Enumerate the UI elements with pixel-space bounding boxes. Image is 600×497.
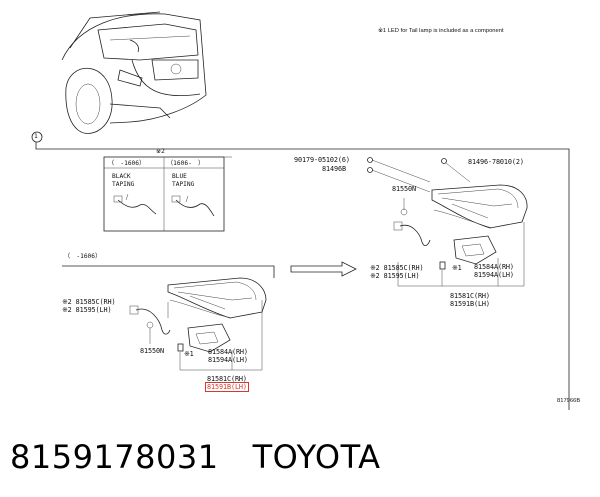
brand-name: TOYOTA <box>252 438 381 476</box>
part-mark: ※2 <box>62 306 72 314</box>
inset-col2-header: （1606- ） <box>167 160 205 167</box>
callout-number: 1 <box>34 133 38 140</box>
left-part-81581c: 81581C(RH) <box>207 375 247 383</box>
part-number: 8159178031 <box>10 438 219 476</box>
footer-caption: 8159178031 TOYOTA <box>10 438 381 476</box>
right-part-81550n: 81550N <box>392 185 416 193</box>
inset-col1-label-2: TAPING <box>112 181 135 188</box>
part-mark: ※2 <box>370 264 380 272</box>
right-part-81584a: 81584A(RH) <box>474 263 514 271</box>
left-part-81591b-highlight: 81591B(LH) <box>205 382 249 392</box>
part-code: 81595(LH) <box>75 306 112 314</box>
drawing-id: 817966B <box>557 398 581 404</box>
inset-col1-header: （ -1606） <box>108 160 146 167</box>
right-part-81496-78010: 81496-78010(2) <box>468 158 524 166</box>
part-code: 81595(LH) <box>383 272 420 280</box>
right-led-mark: ※1 <box>452 264 462 272</box>
part-mark: ※2 <box>62 298 72 306</box>
assembly-frame <box>35 142 570 410</box>
left-part-81584a: 81584A(RH) <box>208 348 248 356</box>
right-part-row-2: ※2 81595(LH) <box>370 273 420 280</box>
left-part-row-2: ※2 81595(LH) <box>62 307 112 314</box>
inset-col2-label-2: TAPING <box>172 181 195 188</box>
right-part-81581c: 81581C(RH) <box>450 292 490 300</box>
left-part-81594a: 81594A(LH) <box>208 356 248 364</box>
car-rear-illustration <box>61 11 207 134</box>
part-mark: ※2 <box>370 272 380 280</box>
inset-col1-label: BLACK <box>112 173 131 180</box>
left-range-label: （ -1606） <box>64 253 102 260</box>
left-part-81550n: 81550N <box>140 347 164 355</box>
left-part-row-1: ※2 81585C(RH) <box>62 299 116 306</box>
left-led-mark: ※1 <box>184 350 194 358</box>
reference-mark: ※2 <box>156 148 165 155</box>
right-part-90179: 90179-05102(6) <box>294 156 350 164</box>
right-tail-lamp <box>431 184 528 229</box>
part-code: 81585C(RH) <box>383 264 424 272</box>
part-code: 81585C(RH) <box>75 298 116 306</box>
left-tail-lamp <box>167 277 267 319</box>
inset-col2-label: BLUE <box>172 173 187 180</box>
right-part-81591b: 81591B(LH) <box>450 300 490 308</box>
right-part-81496b: 81496B <box>322 165 346 173</box>
right-part-81594a: 81594A(LH) <box>474 271 514 279</box>
highlighted-part-code: 81591B(LH) <box>205 382 249 392</box>
led-note: ※1 LED for Tail lamp is included as a co… <box>378 28 504 34</box>
right-part-row-1: ※2 81585C(RH) <box>370 265 424 272</box>
